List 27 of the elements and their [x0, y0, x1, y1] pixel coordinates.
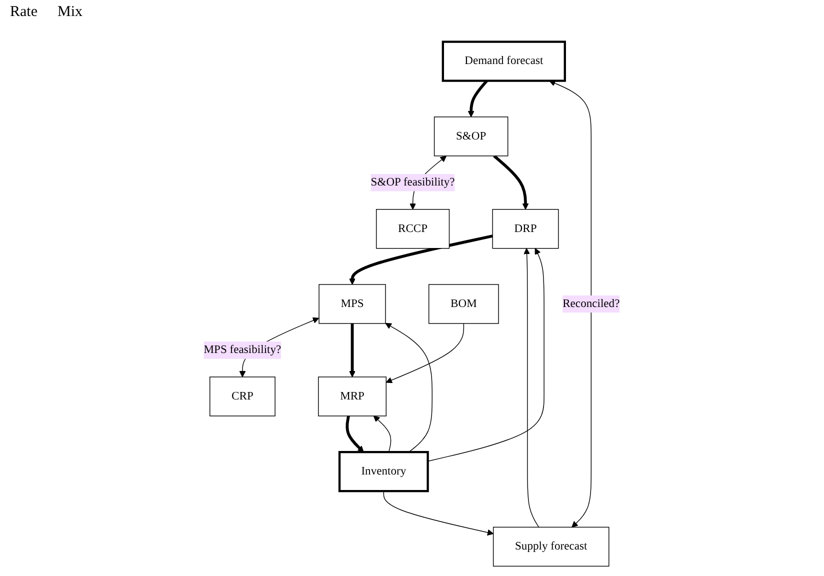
arrow: [549, 80, 592, 528]
edge-label: MPS feasibility?: [204, 342, 282, 359]
process-box: Demand forecast: [442, 40, 566, 82]
process-box: S&OP: [434, 116, 508, 156]
arrow: [349, 324, 356, 378]
edge-label: S&OP feasibility?: [371, 174, 456, 192]
process-box: Inventory: [338, 451, 430, 492]
arrow: [374, 416, 392, 452]
arrow: [346, 416, 364, 452]
process-box: RCCP: [376, 209, 450, 249]
arrow: [386, 323, 464, 384]
process-box: Supply forecast: [493, 526, 610, 567]
arrow: [349, 234, 494, 285]
process-box: DRP: [492, 209, 560, 249]
arrow: [468, 80, 488, 118]
process-box: MRP: [318, 376, 387, 416]
process-box: BOM: [428, 284, 500, 324]
arrow: [385, 322, 433, 452]
arrow: [493, 154, 529, 210]
arrow: [384, 490, 494, 536]
annotation-label: Rate: [10, 4, 38, 22]
process-box: MPS: [318, 284, 386, 324]
process-box: CRP: [210, 376, 276, 416]
annotation-label: Mix: [58, 4, 83, 22]
edge-label: Reconciled?: [562, 295, 620, 313]
arrow: [524, 248, 540, 528]
arrow: [428, 248, 545, 462]
